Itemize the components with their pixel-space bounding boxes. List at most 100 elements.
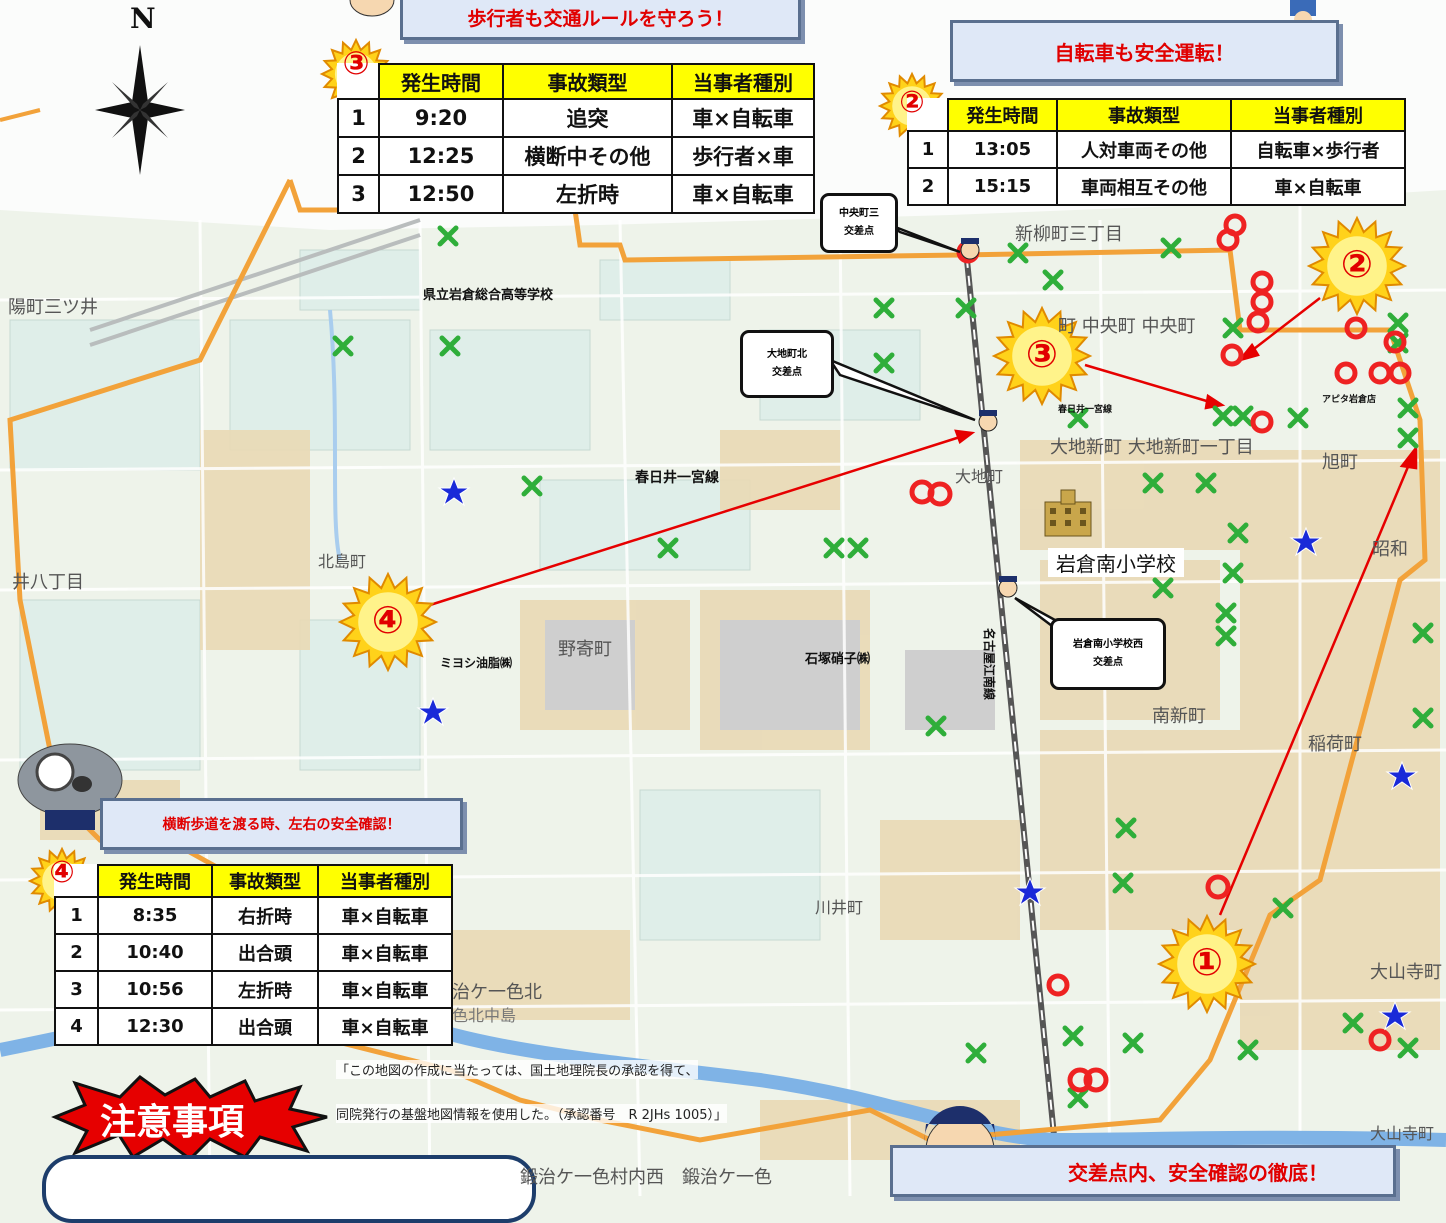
- label-ishizuka: 石塚硝子㈱: [805, 652, 871, 667]
- row-type: 左折時: [211, 970, 319, 1009]
- town-kawai: 川井町: [815, 898, 864, 917]
- row-time: 10:56: [97, 970, 213, 1009]
- badge-2-table: ②: [899, 85, 925, 120]
- badge-4-table: ④: [49, 855, 75, 890]
- row-parties: 車×自転車: [671, 98, 815, 138]
- row-number: 2: [337, 136, 380, 176]
- police-officer-icon: [978, 410, 998, 432]
- callout-line: 岩倉南小学校西: [1073, 639, 1143, 650]
- town-oji-shinden: 大地新町 大地新町一丁目: [1050, 437, 1254, 458]
- town-shinyanagi: 新柳町三丁目: [1015, 224, 1123, 245]
- header-type: 事故類型: [211, 864, 319, 898]
- banner-pedestrian: 歩行者も交通ルールを守ろう！: [400, 0, 801, 40]
- badge-3-map: ③: [1025, 332, 1059, 376]
- row-number: 3: [54, 970, 99, 1009]
- row-time: 15:15: [947, 167, 1058, 206]
- label-elementary-school: 岩倉南小学校: [1048, 548, 1184, 577]
- town-oji: 大地町: [955, 467, 1004, 486]
- badge-3-table: ③: [342, 44, 370, 82]
- town-minamishin: 南新町: [1152, 706, 1206, 727]
- header-parties: 当事者種別: [671, 63, 815, 100]
- callout-line: 交差点: [844, 226, 874, 237]
- burst-badge-core: [1012, 326, 1072, 386]
- row-time: 12:50: [378, 174, 504, 214]
- town-ihachi: 井八丁目: [12, 572, 84, 593]
- row-type: 車両相互その他: [1056, 167, 1232, 206]
- row-time: 9:20: [378, 98, 504, 138]
- header-parties: 当事者種別: [1230, 98, 1406, 132]
- banner-crosswalk-text: 横断歩道を渡る時、左右の安全確認！: [162, 817, 401, 833]
- town-showa: 昭和: [1372, 539, 1408, 560]
- row-number: 2: [907, 167, 949, 206]
- label-road-kasugai: 春日井一宮線: [635, 470, 719, 486]
- label-high-school: 県立岩倉総合高等学校: [423, 288, 554, 303]
- star-icon: [1385, 760, 1419, 791]
- burst-badge-core: [358, 592, 418, 652]
- police-officer-icon: [998, 576, 1018, 598]
- row-type: 左折時: [502, 174, 673, 214]
- header-type: 事故類型: [1056, 98, 1232, 132]
- star-icon: [1378, 1000, 1412, 1031]
- label-apita: アピタ岩倉店: [1322, 395, 1377, 405]
- compass-rose-icon: [95, 45, 185, 175]
- burst-badge-core: [1177, 934, 1237, 994]
- row-time: 13:05: [947, 130, 1058, 169]
- callout-line: 交差点: [772, 367, 802, 378]
- label-road-meitetsu: 名古屋江南線: [982, 628, 996, 701]
- town-ohyama: 大山寺町: [1370, 962, 1442, 983]
- row-time: 8:35: [97, 896, 213, 935]
- map-credit-line1: 「この地図の作成に当たっては、国土地理院長の承認を得て、: [336, 1060, 699, 1079]
- row-number: 3: [337, 174, 380, 214]
- callout-minami-intersection: 岩倉南小学校西 交差点: [1050, 618, 1166, 690]
- header-type: 事故類型: [502, 63, 673, 100]
- row-parties: 車×自転車: [1230, 167, 1406, 206]
- badge-2-map: ②: [1340, 242, 1374, 286]
- map-credit-line2: 同院発行の基盤地図情報を使用した。（承認番号 R 2JHs 1005）」: [336, 1104, 728, 1123]
- badge-4-map: ④: [371, 598, 405, 642]
- callout-line: 交差点: [1093, 657, 1123, 668]
- star-icon: [1289, 526, 1323, 557]
- banner-intersection-text: 交差点内、安全確認の徹底！: [1068, 1160, 1328, 1185]
- row-time: 12:25: [378, 136, 504, 176]
- row-parties: 車×自転車: [317, 933, 453, 972]
- town-yoho: 陽町三ツ井: [8, 297, 98, 318]
- school-building-icon: [1044, 489, 1092, 537]
- police-character-icon: [349, 0, 395, 17]
- callout-line: 大地町北: [767, 349, 807, 360]
- row-number: 2: [54, 933, 99, 972]
- town-inari: 稲荷町: [1308, 734, 1362, 755]
- town-nosuge: 野寄町: [558, 639, 612, 660]
- burst-badge-core: [1327, 236, 1387, 296]
- banner-intersection: 交差点内、安全確認の徹底！: [890, 1145, 1396, 1197]
- town-ichishiki-2: 色北中島: [452, 1006, 517, 1025]
- row-number: 1: [907, 130, 949, 169]
- row-parties: 歩行者×車: [671, 136, 815, 176]
- row-time: 12:30: [97, 1007, 213, 1046]
- row-type: 出合頭: [211, 1007, 319, 1046]
- row-parties: 車×自転車: [317, 970, 453, 1009]
- star-icon: [416, 696, 450, 727]
- banner-pedestrian-text: 歩行者も交通ルールを守ろう！: [467, 7, 734, 30]
- banner-bicycle-text: 自転車も安全運転！: [1054, 40, 1235, 65]
- town-asahi: 旭町: [1322, 452, 1358, 473]
- caution-title: 注意事項: [100, 1102, 245, 1143]
- koala-character-icon: [17, 743, 123, 830]
- town-kajiya: 鍛治ケ一色村内西 鍛治ケ一色: [520, 1167, 772, 1188]
- row-time: 10:40: [97, 933, 213, 972]
- banner-bicycle: 自転車も安全運転！: [950, 20, 1339, 82]
- banner-crosswalk: 横断歩道を渡る時、左右の安全確認！: [100, 798, 463, 850]
- row-parties: 自転車×歩行者: [1230, 130, 1406, 169]
- row-parties: 車×自転車: [317, 1007, 453, 1046]
- police-officer-icon: [960, 238, 980, 260]
- callout-chuo-intersection: 中央町三 交差点: [820, 193, 898, 253]
